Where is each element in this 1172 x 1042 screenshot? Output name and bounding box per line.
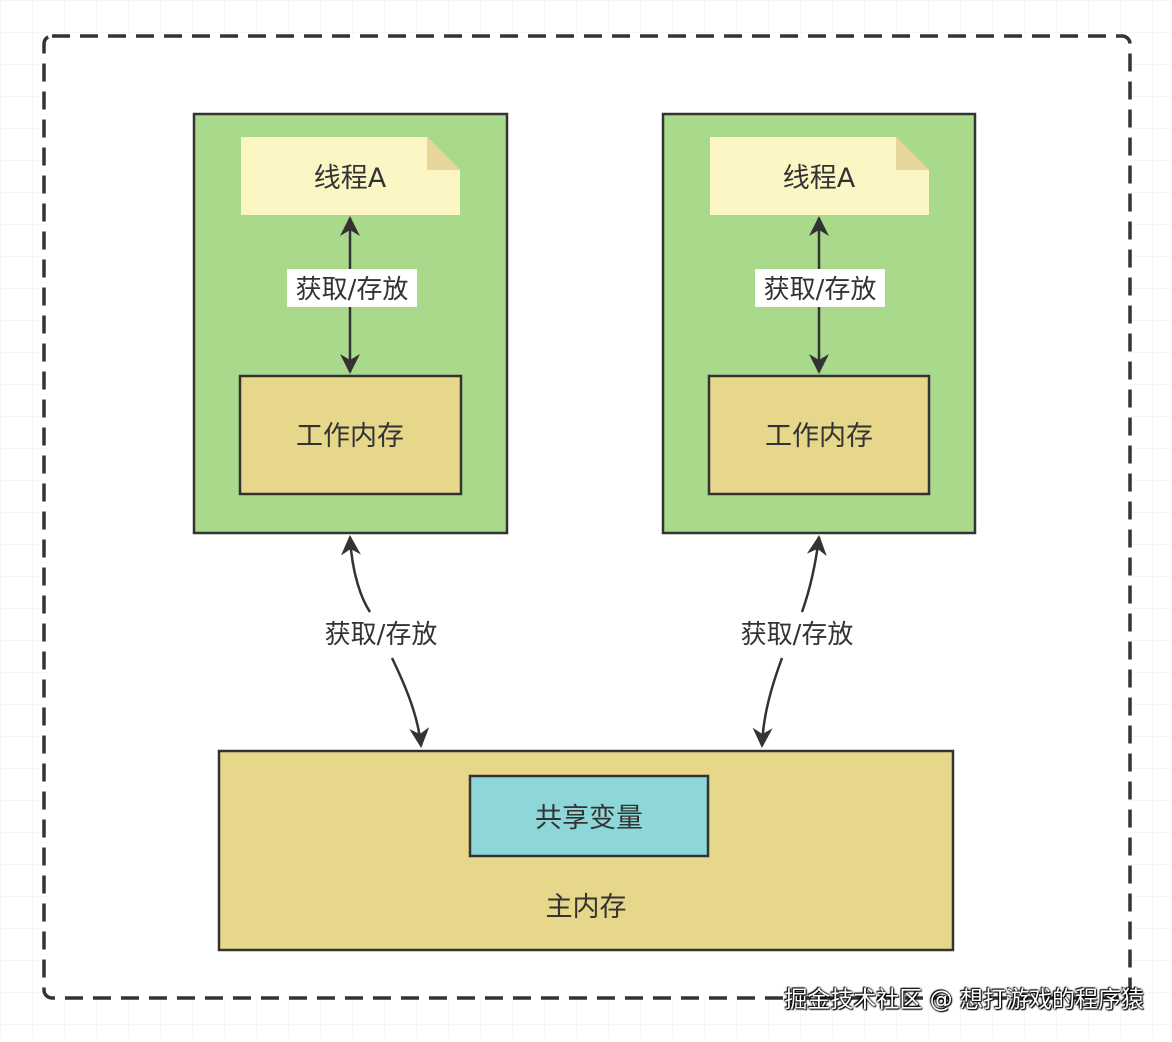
link-right-upper <box>800 535 827 613</box>
inner-link-label-bg-right <box>755 269 885 307</box>
inner-link-label-left: 获取/存放 <box>296 275 409 305</box>
thread-label-left: 线程A <box>314 163 387 194</box>
watermark-text: 掘金技术社区 @ 想打游戏的程序猿 <box>784 987 1144 1013</box>
work-memory-left[interactable] <box>238 374 463 496</box>
link-label-left: 获取/存放 <box>325 620 438 650</box>
inner-link-label-bg-left <box>287 269 417 307</box>
link-left-upper <box>340 535 372 613</box>
work-memory-label-right: 工作内存 <box>765 421 873 452</box>
thread-note-fold-right <box>896 137 929 170</box>
shared-variable-box[interactable] <box>468 774 710 858</box>
link-right-lower <box>752 657 784 748</box>
thread-note-fold-left <box>427 137 460 170</box>
work-memory-right[interactable] <box>707 374 931 496</box>
work-memory-label-left: 工作内存 <box>296 421 404 452</box>
inner-link-label-right: 获取/存放 <box>764 275 877 305</box>
thread-note-left <box>241 137 460 215</box>
shared-variable-label: 共享变量 <box>535 803 643 834</box>
main-memory-box[interactable]: 共享变量 主内存 <box>217 749 955 952</box>
link-left-lower <box>390 657 430 748</box>
thread-label-right: 线程A <box>783 163 856 194</box>
main-memory-label: 主内存 <box>546 892 627 923</box>
thread-box-left[interactable]: 线程A 获取/存放 工作内存 <box>192 112 509 535</box>
thread-note-right <box>710 137 929 215</box>
thread-box-right[interactable]: 线程A 获取/存放 工作内存 <box>661 112 977 535</box>
link-label-right: 获取/存放 <box>741 620 854 650</box>
